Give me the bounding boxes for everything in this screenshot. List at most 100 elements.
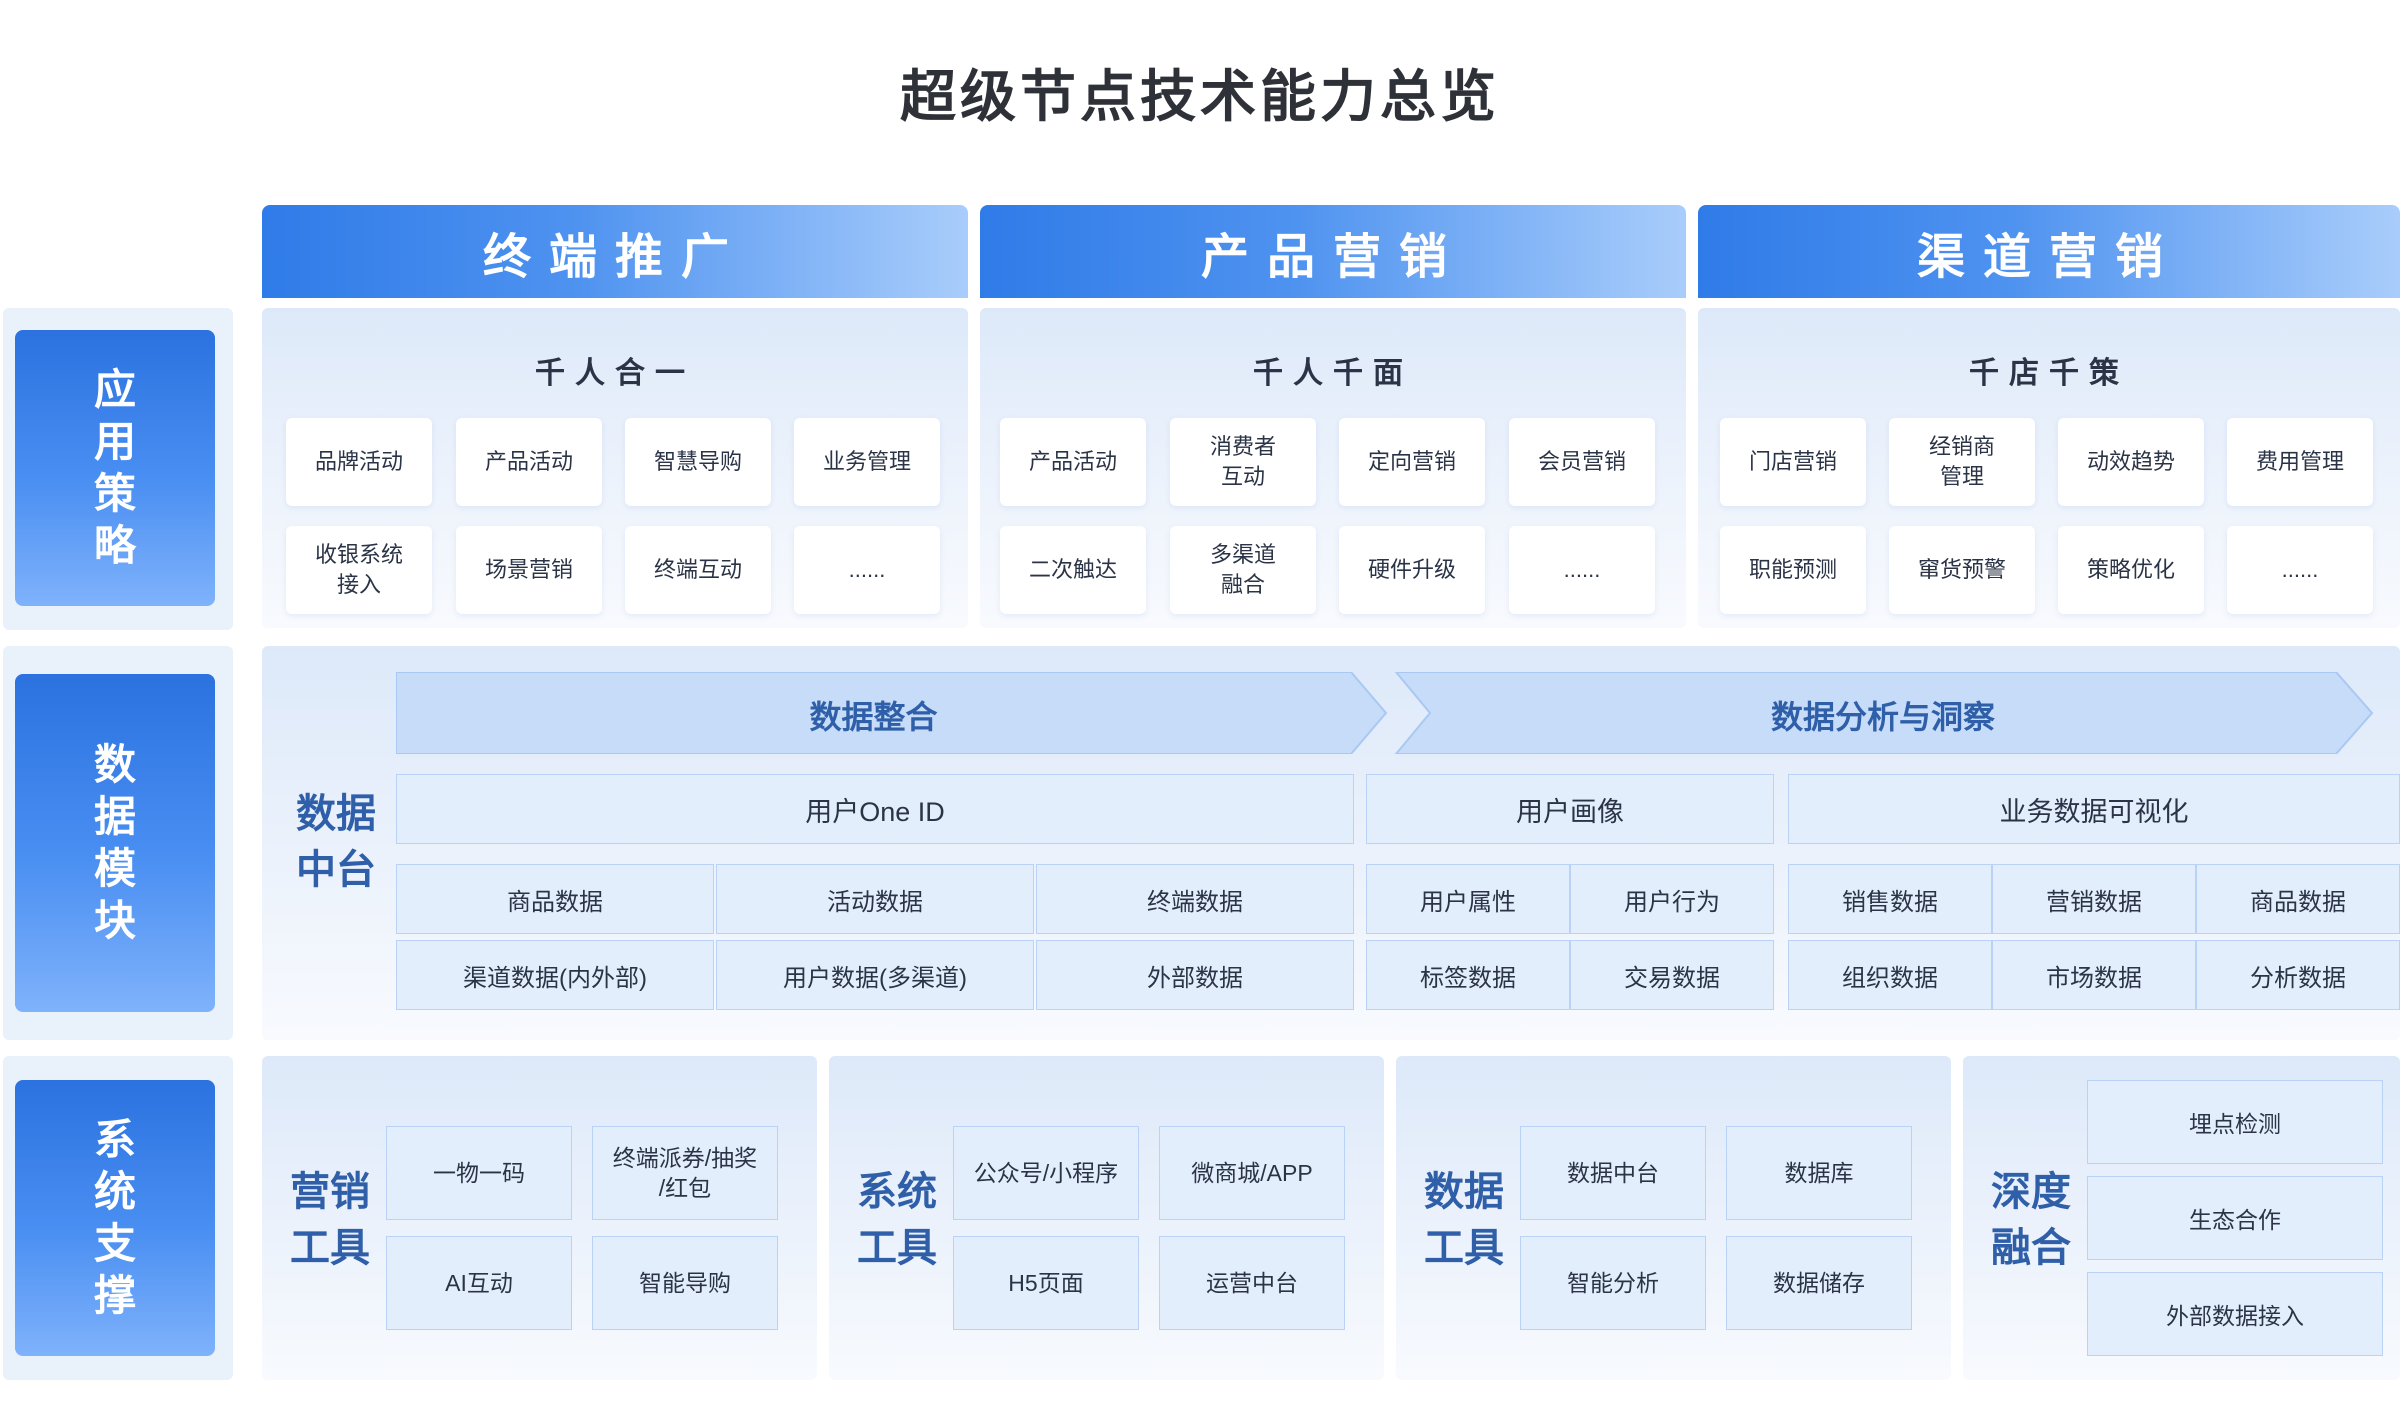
data-cell: 商品数据 — [396, 864, 714, 934]
chip: 产品活动 — [456, 418, 602, 506]
data-cell: 活动数据 — [716, 864, 1034, 934]
label-line: 工具 — [290, 1226, 370, 1270]
side-label-system-support: 系统支撑 — [15, 1080, 215, 1356]
data-cell: 用户属性 — [1366, 864, 1570, 934]
tool-item: 公众号/小程序 — [953, 1126, 1139, 1220]
data-cell: 终端数据 — [1036, 864, 1354, 934]
data-cell: 用户数据(多渠道) — [716, 940, 1034, 1010]
chip: 费用管理 — [2227, 418, 2373, 506]
chip: 策略优化 — [2058, 526, 2204, 614]
tool-item: 数据储存 — [1726, 1236, 1912, 1330]
process-arrows — [396, 672, 2374, 754]
sys-panel-label: 数据 工具 — [1414, 1164, 1514, 1276]
data-cell: 组织数据 — [1788, 940, 1992, 1010]
arrow-data-integration — [396, 672, 1388, 754]
app-panel-subtitle: 千人千面 — [1253, 357, 1413, 390]
tool-item: 埋点检测 — [2087, 1080, 2383, 1164]
label-line: 营销 — [290, 1170, 370, 1214]
side-label-line: 模块 — [93, 845, 136, 944]
tool-item: 终端派券/抽奖 /红包 — [592, 1126, 778, 1220]
app-panel-subtitle: 千人合一 — [535, 357, 695, 390]
data-cell: 交易数据 — [1570, 940, 1774, 1010]
tool-item: 生态合作 — [2087, 1176, 2383, 1260]
chip: 业务管理 — [794, 418, 940, 506]
chip: ...... — [2227, 526, 2373, 614]
chip: 动效趋势 — [2058, 418, 2204, 506]
data-cell: 市场数据 — [1992, 940, 2196, 1010]
tool-item: 智能分析 — [1520, 1236, 1706, 1330]
side-label-line: 策略 — [93, 470, 136, 569]
label-line: 工具 — [1424, 1226, 1504, 1270]
data-cell: 商品数据 — [2196, 864, 2400, 934]
side-label-app-strategy: 应用策略 — [15, 330, 215, 606]
chip: 二次触达 — [1000, 526, 1146, 614]
data-cell: 外部数据 — [1036, 940, 1354, 1010]
side-label-line: 数据 — [93, 741, 136, 840]
chip: 门店营销 — [1720, 418, 1866, 506]
header-channel-marketing: 渠道营销 — [1698, 205, 2400, 298]
data-cell: 分析数据 — [2196, 940, 2400, 1010]
chip: 硬件升级 — [1339, 526, 1485, 614]
data-cell: 用户行为 — [1570, 864, 1774, 934]
sys-panel-label: 系统 工具 — [847, 1164, 947, 1276]
band-user-profile: 用户画像 — [1366, 774, 1774, 844]
app-panel-product: 千人千面 产品活动 消费者 互动 定向营销 会员营销 二次触达 多渠道 融合 硬… — [980, 308, 1686, 628]
chip: ...... — [794, 526, 940, 614]
chip: 终端互动 — [625, 526, 771, 614]
tool-item: 数据中台 — [1520, 1126, 1706, 1220]
tool-item: 外部数据接入 — [2087, 1272, 2383, 1356]
data-platform-label: 数据 中台 — [286, 786, 386, 898]
arrow-label-integration: 数据整合 — [809, 699, 938, 735]
tool-item: AI互动 — [386, 1236, 572, 1330]
arrow-data-analysis — [1394, 672, 2374, 754]
chip: 收银系统 接入 — [286, 526, 432, 614]
chip: 消费者 互动 — [1170, 418, 1316, 506]
chip: 职能预测 — [1720, 526, 1866, 614]
sys-panel-label: 营销 工具 — [280, 1164, 380, 1276]
chip: 智慧导购 — [625, 418, 771, 506]
side-label-line: 应用 — [93, 366, 136, 465]
arrow-label-analysis: 数据分析与洞察 — [1770, 699, 1995, 735]
tool-item: 智能导购 — [592, 1236, 778, 1330]
app-panel-channel: 千店千策 门店营销 经销商 管理 动效趋势 费用管理 职能预测 窜货预警 策略优… — [1698, 308, 2400, 628]
side-label-line: 系统 — [93, 1116, 136, 1215]
band-business-visualization: 业务数据可视化 — [1788, 774, 2400, 844]
label-line: 数据 — [296, 792, 376, 836]
sys-panel-marketing-tools: 营销 工具 一物一码 终端派券/抽奖 /红包 AI互动 智能导购 — [262, 1056, 817, 1380]
tool-item: 一物一码 — [386, 1126, 572, 1220]
side-label-data-module: 数据模块 — [15, 674, 215, 1012]
chip: 产品活动 — [1000, 418, 1146, 506]
tool-item: 微商城/APP — [1159, 1126, 1345, 1220]
data-cell: 销售数据 — [1788, 864, 1992, 934]
label-line: 融合 — [1991, 1226, 2071, 1270]
data-cell: 标签数据 — [1366, 940, 1570, 1010]
tool-item: 数据库 — [1726, 1126, 1912, 1220]
data-cell: 渠道数据(内外部) — [396, 940, 714, 1010]
label-line: 工具 — [857, 1226, 937, 1270]
header-terminal-promotion: 终端推广 — [262, 205, 968, 298]
chip: ...... — [1509, 526, 1655, 614]
app-panel-terminal: 千人合一 品牌活动 产品活动 智慧导购 业务管理 收银系统 接入 场景营销 终端… — [262, 308, 968, 628]
chip: 会员营销 — [1509, 418, 1655, 506]
tool-item: 运营中台 — [1159, 1236, 1345, 1330]
chip: 多渠道 融合 — [1170, 526, 1316, 614]
label-line: 数据 — [1424, 1170, 1504, 1214]
sys-panel-data-tools: 数据 工具 数据中台 数据库 智能分析 数据储存 — [1396, 1056, 1951, 1380]
page-title: 超级节点技术能力总览 — [900, 65, 1500, 128]
label-line: 深度 — [1991, 1170, 2071, 1214]
chip: 品牌活动 — [286, 418, 432, 506]
sys-panel-system-tools: 系统 工具 公众号/小程序 微商城/APP H5页面 运营中台 — [829, 1056, 1384, 1380]
tool-item: H5页面 — [953, 1236, 1139, 1330]
sys-panel-deep-integration: 深度 融合 埋点检测 生态合作 外部数据接入 — [1963, 1056, 2400, 1380]
chip: 场景营销 — [456, 526, 602, 614]
data-module-panel: 数据 中台 数据整合 数据分析与洞察 用户One ID 用户画像 业务数据可视化… — [262, 646, 2400, 1040]
label-line: 系统 — [857, 1170, 937, 1214]
chip: 定向营销 — [1339, 418, 1485, 506]
chip: 经销商 管理 — [1889, 418, 2035, 506]
chip: 窜货预警 — [1889, 526, 2035, 614]
app-panel-subtitle: 千店千策 — [1969, 357, 2129, 390]
sys-panel-label: 深度 融合 — [1981, 1164, 2081, 1276]
label-line: 中台 — [296, 848, 376, 892]
band-user-one-id: 用户One ID — [396, 774, 1354, 844]
side-label-line: 支撑 — [93, 1220, 136, 1319]
